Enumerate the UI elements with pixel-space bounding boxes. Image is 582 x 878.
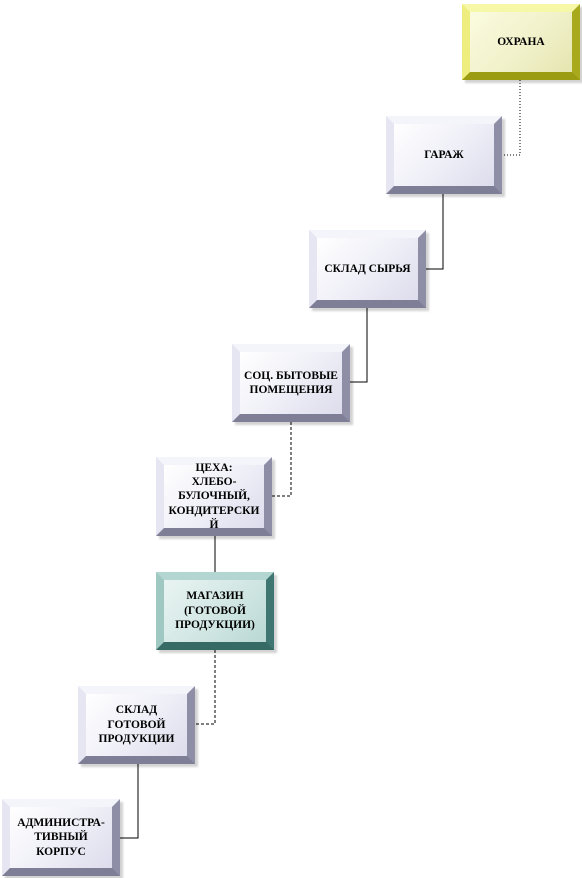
connector-security-garage <box>502 80 521 156</box>
node-shop-label: МАГАЗИН (ГОТОВОЙ ПРОДУКЦИИ) <box>175 590 255 632</box>
connector-finished-warehouse-admin-building <box>120 764 139 839</box>
node-garage: ГАРАЖ <box>386 116 502 194</box>
node-social-rooms-label: СОЦ. БЫТОВЫЕ ПОМЕЩЕНИЯ <box>244 369 338 396</box>
node-raw-warehouse-label: СКЛАД СЫРЬЯ <box>324 262 411 275</box>
connector-garage-raw-warehouse <box>426 193 444 270</box>
node-workshops-label: ЦЕХА: ХЛЕБО- БУЛОЧНЫЙ, КОНДИТЕРСКИ Й <box>168 461 260 532</box>
connector-social-rooms-workshops <box>272 422 292 497</box>
node-shop: МАГАЗИН (ГОТОВОЙ ПРОДУКЦИИ) <box>156 572 274 650</box>
connector-shop-finished-warehouse <box>195 650 216 725</box>
node-garage-label: ГАРАЖ <box>424 148 464 161</box>
node-security: ОХРАНА <box>462 4 580 80</box>
node-security-label: ОХРАНА <box>497 35 545 48</box>
node-finished-warehouse: СКЛАД ГОТОВОЙ ПРОДУКЦИИ <box>78 686 195 764</box>
node-social-rooms: СОЦ. БЫТОВЫЕ ПОМЕЩЕНИЯ <box>232 344 350 422</box>
node-workshops: ЦЕХА: ХЛЕБО- БУЛОЧНЫЙ, КОНДИТЕРСКИ Й <box>156 457 272 536</box>
connector-raw-warehouse-social-rooms <box>350 307 368 383</box>
node-finished-warehouse-label: СКЛАД ГОТОВОЙ ПРОДУКЦИИ <box>98 704 175 746</box>
node-admin-building-label: АДМИНИСТРА- ТИВНЫЙ КОРПУС <box>17 816 105 858</box>
node-raw-warehouse: СКЛАД СЫРЬЯ <box>309 230 426 308</box>
node-admin-building: АДМИНИСТРА- ТИВНЫЙ КОРПУС <box>2 799 120 876</box>
